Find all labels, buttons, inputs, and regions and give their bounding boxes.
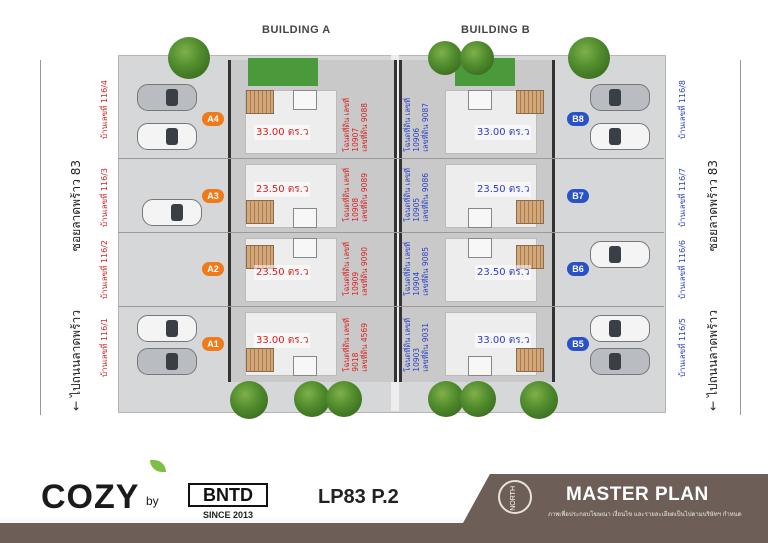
bathroom [468,356,492,376]
unit-b5-area: 33.00 ตร.ว [475,333,532,348]
right-road-name: ซอยลาดพร้าว 83 [706,160,720,252]
car-icon [590,348,650,375]
since-label: SINCE 2013 [202,510,254,520]
tree-icon [460,381,496,417]
unit-a2-badge[interactable]: A2 [202,262,224,276]
bathroom [293,356,317,376]
bntd-logo: BNTD [188,483,268,507]
car-icon [590,241,650,268]
left-road-line [40,60,41,415]
unit-b7-badge[interactable]: B7 [567,189,589,203]
leaf-icon [150,460,166,472]
left-road-direction: ← ไปถนนลาดพร้าว [69,310,83,411]
lot-divider [118,306,664,307]
cozy-logo: COZY [41,478,140,516]
right-road-line [740,60,741,415]
unit-b6-area: 23.50 ตร.ว [475,265,532,280]
stairs [516,348,544,372]
tree-icon [428,381,464,417]
project-code: LP83 P.2 [318,486,399,508]
car-icon [137,348,197,375]
unit-a2-house-no: บ้านเลขที่ 116/2 [100,240,109,300]
stairs [516,200,544,224]
unit-b8-area: 33.00 ตร.ว [475,125,532,140]
tree-icon [294,381,330,417]
unit-b6-house-no: บ้านเลขที่ 116/6 [678,240,687,300]
bathroom [293,90,317,110]
tree-icon [230,381,268,419]
stairs [246,348,274,372]
unit-b5-badge[interactable]: B5 [567,337,589,351]
unit-a1-house-no: บ้านเลขที่ 116/1 [100,318,109,378]
unit-b6-badge[interactable]: B6 [567,262,589,276]
footer-dark-strip [0,523,480,543]
stairs [516,90,544,114]
unit-a4-badge[interactable]: A4 [202,112,224,126]
bathroom [468,238,492,258]
grass-patch [248,58,318,86]
bathroom [468,208,492,228]
unit-b5-house-no: บ้านเลขที่ 116/5 [678,318,687,378]
car-icon [590,123,650,150]
unit-a3-house-no: บ้านเลขที่ 116/3 [100,168,109,228]
logo-by: by [146,494,159,508]
unit-a3-area: 23.50 ตร.ว [254,182,311,197]
bathroom [468,90,492,110]
right-road-direction: ← ไปถนนลาดพร้าว [706,310,720,411]
tree-icon [568,37,610,79]
unit-a3-badge[interactable]: A3 [202,189,224,203]
master-plan-subtitle: ภาพเพื่อประกอบโฆษณา เงื่อนไข และรายละเอี… [548,512,742,518]
unit-b7-house-no: บ้านเลขที่ 116/7 [678,168,687,228]
unit-b8-badge[interactable]: B8 [567,112,589,126]
north-compass-icon: NORTH [498,480,532,514]
unit-a1-badge[interactable]: A1 [202,337,224,351]
car-icon [590,84,650,111]
left-road-name: ซอยลาดพร้าว 83 [69,160,83,252]
tree-icon [520,381,558,419]
tree-icon [326,381,362,417]
lot-divider [118,158,664,159]
car-icon [137,84,197,111]
car-icon [137,315,197,342]
master-plan-title: MASTER PLAN [566,484,709,505]
building-a-title: BUILDING A [262,24,331,36]
car-icon [142,199,202,226]
lot-divider [118,232,664,233]
unit-b7-area: 23.50 ตร.ว [475,182,532,197]
tree-icon [460,41,494,75]
tree-icon [428,41,462,75]
building-b-title: BUILDING B [461,24,531,36]
tree-icon [168,37,210,79]
unit-a4-house-no: บ้านเลขที่ 116/4 [100,80,109,140]
unit-b8-house-no: บ้านเลขที่ 116/8 [678,80,687,140]
car-icon [137,123,197,150]
unit-a1-area: 33.00 ตร.ว [254,333,311,348]
unit-a4-area: 33.00 ตร.ว [254,125,311,140]
stairs [246,200,274,224]
stairs [246,90,274,114]
bathroom [293,208,317,228]
car-icon [590,315,650,342]
bathroom [293,238,317,258]
unit-a2-area: 23.50 ตร.ว [254,265,311,280]
